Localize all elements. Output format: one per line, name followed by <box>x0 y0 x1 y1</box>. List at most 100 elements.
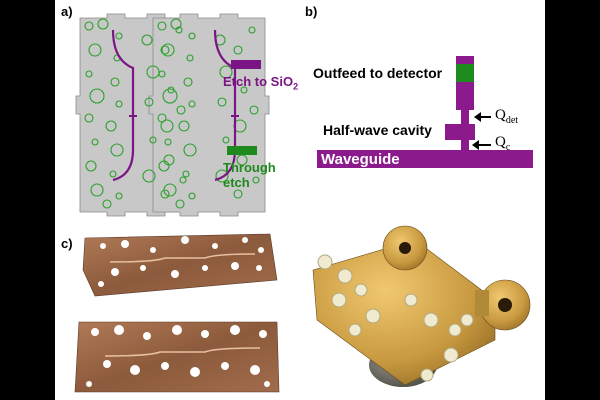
nylon-screw <box>337 268 353 284</box>
legend-etch-subscript: 2 <box>293 81 299 92</box>
through-etch-hole <box>115 32 123 40</box>
plate-hole <box>86 381 92 387</box>
plate-hole <box>259 330 267 338</box>
nylon-screw <box>404 293 418 307</box>
plate-hole <box>150 247 156 253</box>
coupling-neck <box>461 140 469 150</box>
through-etch-hole <box>240 86 248 94</box>
plate-hole <box>161 362 169 370</box>
through-etch-hole <box>115 100 123 108</box>
through-etch-hole <box>175 26 183 34</box>
panel-label-a: a) <box>61 4 73 19</box>
plate-hole <box>100 243 106 249</box>
nylon-screw <box>365 308 381 324</box>
through-etch-hole <box>236 154 248 166</box>
through-etch-hole <box>217 97 227 107</box>
through-etch-hole <box>97 18 109 30</box>
through-etch-hole <box>85 160 97 172</box>
plate-hole <box>114 325 124 335</box>
through-etch-hole <box>146 65 160 79</box>
legend-through-line2: etch <box>223 175 250 190</box>
through-etch-hole <box>142 169 156 183</box>
through-etch-hole <box>233 189 243 199</box>
q-det-label: Qdet <box>495 107 518 126</box>
through-etch-hole <box>222 136 230 144</box>
outfeed-green <box>456 64 474 82</box>
panel-label-c: c) <box>61 236 73 251</box>
through-etch-hole <box>84 21 94 31</box>
through-etch-hole <box>162 88 178 104</box>
through-etch-hole <box>110 77 120 87</box>
through-etch-hole <box>163 154 175 166</box>
legend-etch-text: Etch to SiO <box>223 74 294 89</box>
nylon-screw <box>443 347 459 363</box>
plate-hole <box>242 237 248 243</box>
plate-hole <box>143 332 151 340</box>
legend-swatch-etch <box>231 60 261 69</box>
q-c-label: Qc <box>495 134 510 153</box>
plate-hole <box>202 265 208 271</box>
plate-hole <box>190 367 200 377</box>
plate-hole <box>181 236 189 244</box>
outfeed-label: Outfeed to detector <box>313 65 443 81</box>
through-etch-hole <box>84 113 94 123</box>
through-etch-hole <box>175 199 185 209</box>
through-etch-hole <box>179 176 187 184</box>
through-etch-hole <box>183 77 193 87</box>
through-etch-hole <box>109 170 117 178</box>
cavity-block <box>445 124 475 140</box>
outfeed-neck <box>461 110 469 124</box>
through-etch-hole <box>91 138 99 146</box>
through-etch-hole <box>160 189 170 199</box>
q-c-sub: c <box>505 142 511 153</box>
nylon-screw <box>460 313 474 327</box>
through-etch-hole <box>249 105 259 115</box>
plate-hole <box>130 365 140 375</box>
through-etch-hole <box>160 119 174 133</box>
q-det-sub: det <box>505 115 519 126</box>
waveguide-bar <box>317 150 533 168</box>
through-etch-holes <box>84 18 260 209</box>
plate-hole <box>230 325 240 335</box>
panel-c-photo <box>74 233 280 393</box>
through-etch-hole <box>90 183 104 197</box>
through-etch-hole <box>188 100 196 108</box>
copper-plate-bottom <box>74 321 280 393</box>
plate-hole <box>91 328 99 336</box>
nylon-screw <box>331 292 347 308</box>
through-etch-hole <box>89 88 105 104</box>
panel-b-schematic <box>317 56 533 168</box>
nylon-screw <box>354 283 368 297</box>
nylon-screws <box>317 254 474 382</box>
plate-hole <box>258 247 264 253</box>
legend-etch: Etch to SiO2 <box>223 74 298 95</box>
plate-hole <box>212 243 218 249</box>
through-etch-hole <box>183 143 197 157</box>
nylon-screw <box>423 312 439 328</box>
legend-through: Through etch <box>223 160 276 190</box>
plate-hole <box>231 262 239 270</box>
plate-hole <box>256 265 262 271</box>
legend-through-line1: Through <box>223 160 276 175</box>
plate-hole <box>121 240 129 248</box>
copper-plate-top <box>82 233 278 297</box>
through-etch-hole <box>88 43 102 57</box>
through-etch-hole <box>105 120 117 132</box>
plate-hole <box>250 365 260 375</box>
through-etch-hole <box>157 21 167 31</box>
nylon-screw <box>317 254 333 270</box>
through-etch-hole <box>144 97 154 107</box>
through-etch-hole <box>186 54 194 62</box>
through-etch-hole <box>252 176 260 184</box>
plate-hole <box>264 381 270 387</box>
outfeed-body <box>456 82 474 110</box>
through-etch-hole <box>167 86 175 94</box>
plate-hole <box>172 325 182 335</box>
outfeed-top <box>456 56 474 64</box>
nylon-screw <box>348 323 362 337</box>
waveguide-etch-right <box>213 29 237 182</box>
figure-canvas: a) Etch to SiO2 Through etch b) Outf <box>55 0 545 400</box>
through-etch-hole <box>115 192 123 200</box>
cavity-label: Half-wave cavity <box>323 122 432 138</box>
through-etch-hole <box>248 26 256 34</box>
